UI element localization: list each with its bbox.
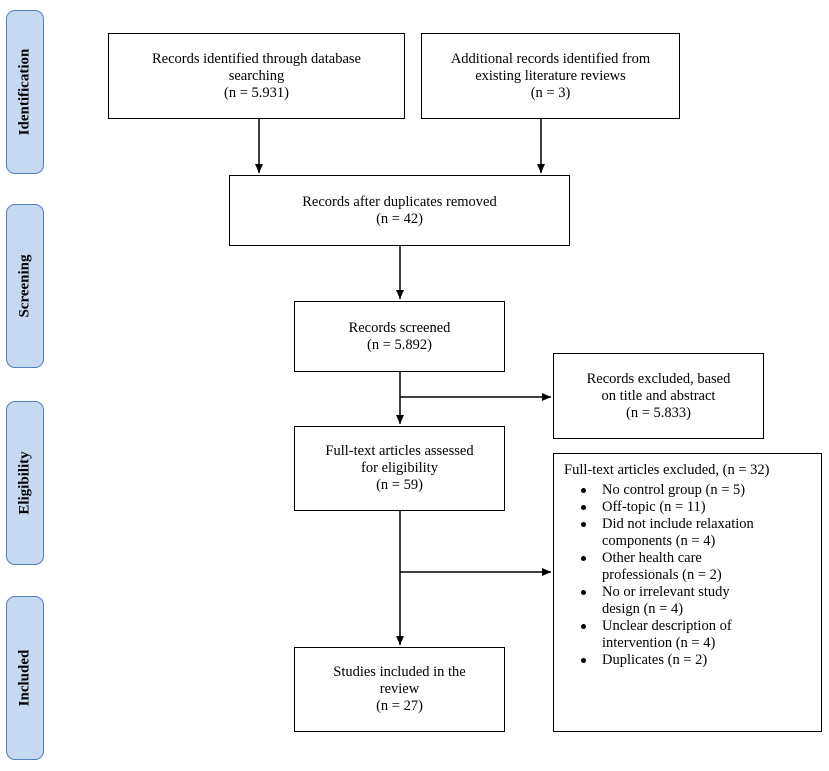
phase-eligibility: Eligibility [6, 401, 44, 565]
box-fulltext-assessed: Full-text articles assessed for eligibil… [294, 426, 505, 511]
list-item: Duplicates (n = 2) [581, 652, 811, 669]
fulltext-excluded-header: Full-text articles excluded, (n = 32) [564, 462, 770, 478]
box-records-excluded-title: Records excluded, based on title and abs… [553, 353, 764, 439]
box-studies-included: Studies included in the review (n = 27) [294, 647, 505, 732]
box-additional-records: Additional records identified from exist… [421, 33, 680, 119]
phase-included: Included [6, 596, 44, 760]
phase-screening: Screening [6, 204, 44, 368]
list-item: No control group (n = 5) [581, 482, 811, 499]
box-fulltext-excluded: Full-text articles excluded, (n = 32) No… [553, 453, 822, 732]
box-duplicates-removed: Records after duplicates removed (n = 42… [229, 175, 570, 246]
list-item: Off-topic (n = 11) [581, 499, 811, 516]
phase-identification: Identification [6, 10, 44, 174]
box-database-records: Records identified through database sear… [108, 33, 405, 119]
box-records-screened: Records screened (n = 5.892) [294, 301, 505, 372]
exclusion-reasons-list: No control group (n = 5) Off-topic (n = … [564, 482, 811, 669]
